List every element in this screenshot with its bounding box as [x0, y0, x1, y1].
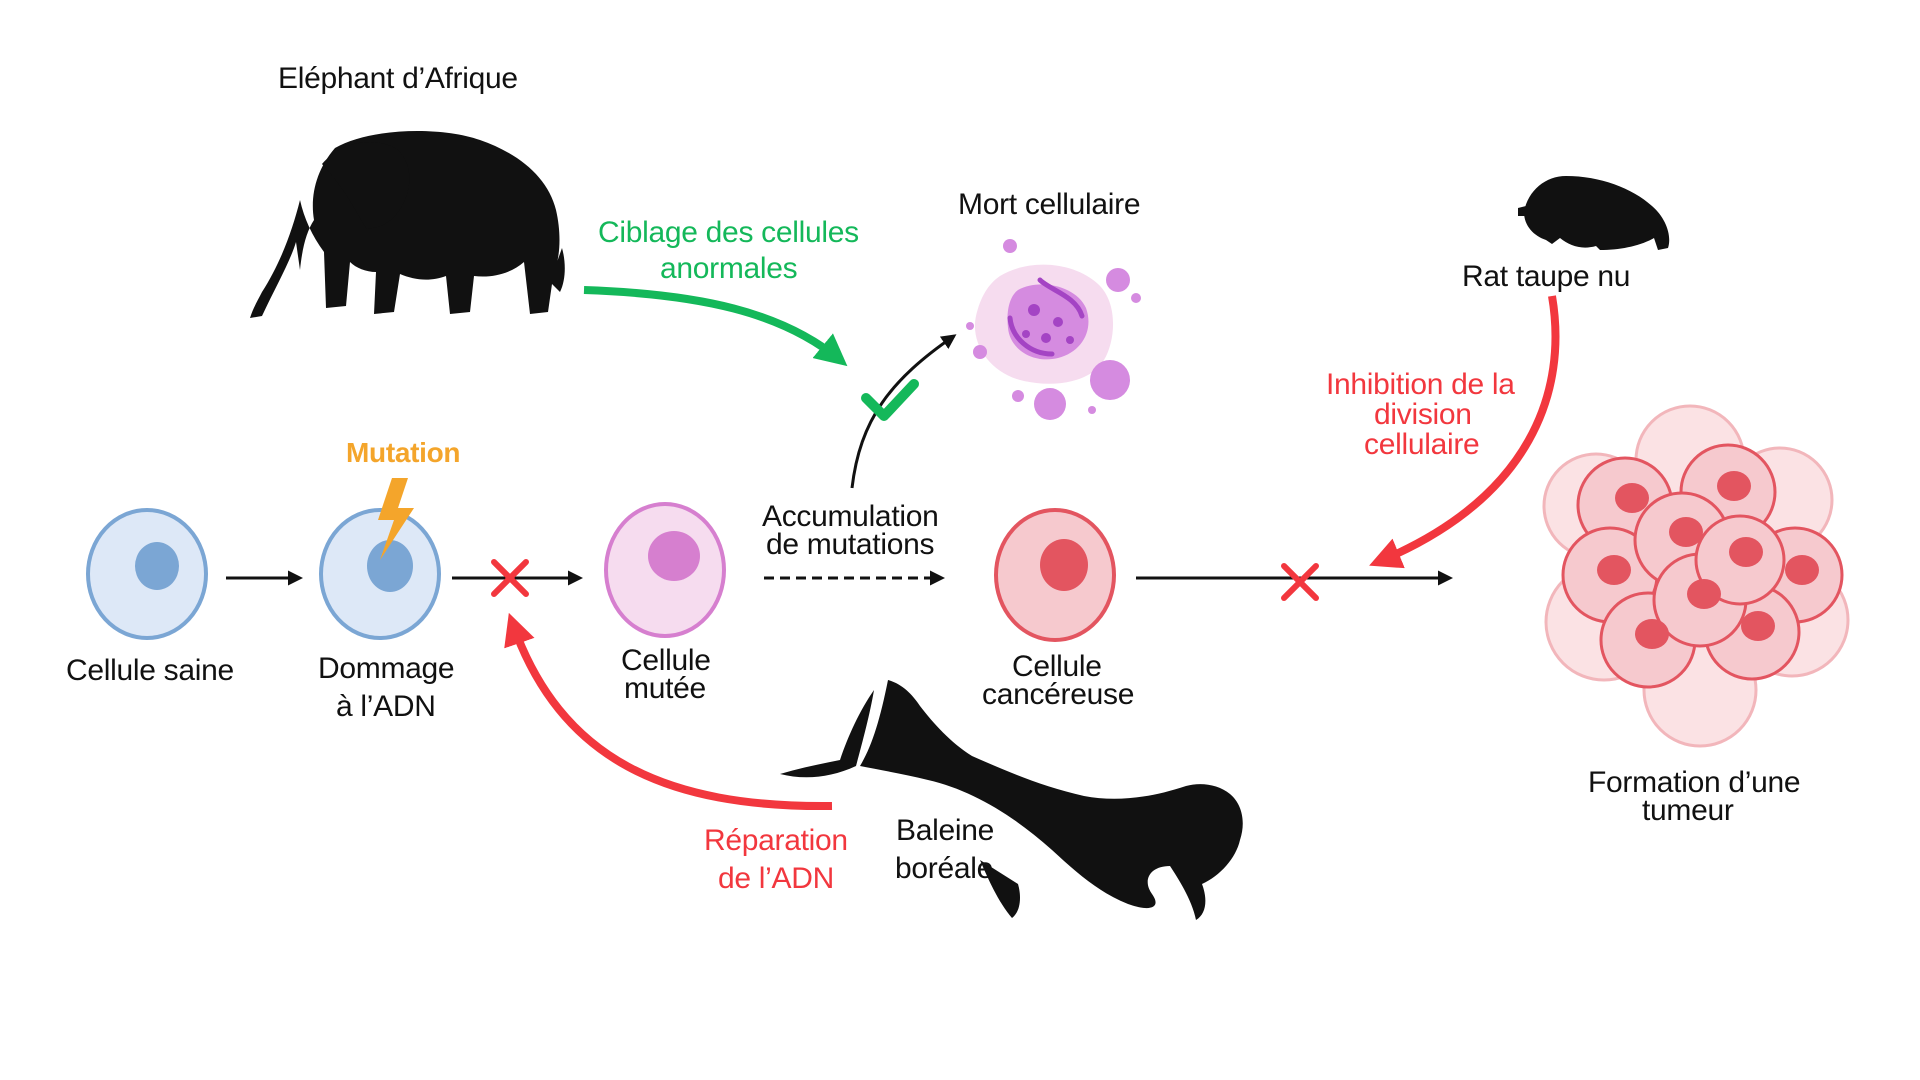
label-cellule-saine: Cellule saine: [66, 654, 234, 687]
label-tumeur-line1: Formation d’une: [1588, 766, 1801, 799]
bowhead-whale-icon: [780, 680, 1243, 920]
label-ciblage-line2: anormales: [660, 252, 798, 285]
label-accumulation-line1: Accumulation: [762, 500, 939, 533]
label-inhibition-line2: division: [1374, 398, 1472, 431]
label-inhibition-line3: cellulaire: [1364, 428, 1480, 461]
label-mutation: Mutation: [346, 437, 461, 468]
label-mutee-line1: Cellule: [621, 644, 711, 677]
tumor-cluster-icon: [1542, 404, 1850, 748]
label-rat-taupe: Rat taupe nu: [1462, 260, 1631, 293]
arrow-to-cell-death: [850, 334, 957, 489]
label-baleine-line1: Baleine: [896, 814, 994, 847]
arrow-inhibition-red: [1369, 295, 1560, 569]
label-cancer-line2: cancéreuse: [982, 678, 1135, 711]
arrow-reparation-red: [504, 612, 833, 811]
label-ciblage-line1: Ciblage des cellules: [598, 216, 859, 249]
arrow-ciblage-green: [583, 286, 848, 367]
cancer-cell: [994, 508, 1116, 642]
label-cancer-line1: Cellule: [1012, 650, 1102, 683]
label-elephant: Eléphant d’Afrique: [278, 62, 518, 95]
label-baleine-line2: boréale: [895, 852, 993, 885]
label-tumeur-line2: tumeur: [1642, 794, 1734, 827]
label-mort-cellulaire: Mort cellulaire: [958, 188, 1141, 221]
label-reparation-line1: Réparation: [704, 824, 848, 857]
naked-mole-rat-icon: [1518, 176, 1670, 250]
cross-icon: [1281, 563, 1319, 601]
damaged-dna-cell: [319, 508, 441, 640]
label-dommage-line2: à l’ADN: [336, 690, 436, 723]
label-mutee-line2: mutée: [624, 672, 706, 705]
cross-icon: [491, 559, 529, 597]
lightning-icon: [378, 478, 414, 560]
label-reparation-line2: de l’ADN: [718, 862, 834, 895]
label-accumulation-line2: de mutations: [766, 528, 935, 561]
checkmark-icon: [861, 379, 919, 421]
dying-cell-icon: [966, 239, 1141, 420]
healthy-cell: [86, 508, 208, 640]
elephant-icon: [250, 130, 565, 318]
label-inhibition-line1: Inhibition de la: [1326, 368, 1515, 401]
label-dommage-line1: Dommage: [318, 652, 455, 685]
mutated-cell: [604, 502, 726, 638]
